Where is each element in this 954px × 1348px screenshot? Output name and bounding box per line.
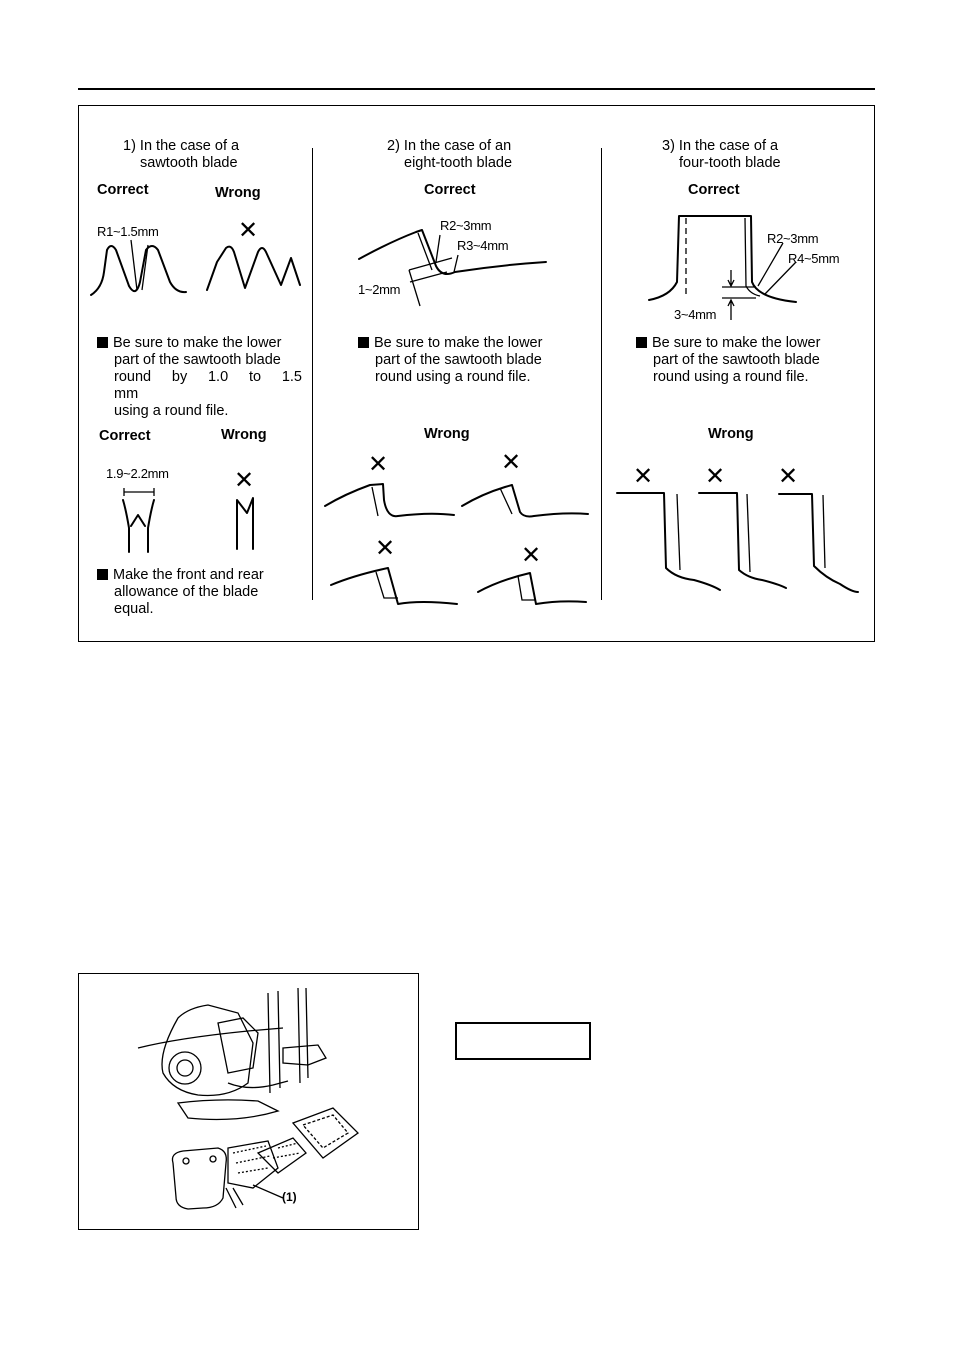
section3-note: Be sure to make the lower part of the sa… bbox=[636, 335, 861, 386]
section3-correct-label: Correct bbox=[688, 182, 740, 198]
cross-icon: ✕ bbox=[238, 216, 258, 244]
section1-width-dim: 1.9~2.2mm bbox=[106, 466, 169, 481]
bullet-square-icon bbox=[97, 569, 108, 580]
column-divider-2 bbox=[601, 148, 602, 600]
cross-icon: ✕ bbox=[501, 448, 521, 476]
section3-wrong-label: Wrong bbox=[708, 426, 754, 442]
section3-dim-c: 3~4mm bbox=[674, 307, 717, 322]
cross-icon: ✕ bbox=[705, 462, 725, 490]
section1-radius-dim: R1~1.5mm bbox=[97, 224, 159, 239]
part-callout-1: (1) bbox=[282, 1190, 297, 1204]
bullet-square-icon bbox=[97, 337, 108, 348]
cross-icon: ✕ bbox=[368, 450, 388, 478]
bullet-square-icon bbox=[358, 337, 369, 348]
section2-wrong-label: Wrong bbox=[424, 426, 470, 442]
section1-title: 1) In the case of a sawtooth blade bbox=[123, 138, 240, 171]
section2-title: 2) In the case of an eight-tooth blade bbox=[387, 138, 513, 171]
note-box bbox=[455, 1022, 591, 1060]
section1-note-allowance: Make the front and rear allowance of the… bbox=[97, 567, 302, 618]
section1-note-round: Be sure to make the lower part of the sa… bbox=[97, 335, 302, 420]
blade-filing-panel bbox=[78, 105, 875, 642]
section3-dim-b: R4~5mm bbox=[788, 251, 840, 266]
bullet-square-icon bbox=[636, 337, 647, 348]
air-cleaner-figure-frame bbox=[78, 973, 419, 1230]
air-cleaner-exploded-illustration: (1) bbox=[137, 987, 360, 1210]
cross-icon: ✕ bbox=[234, 466, 254, 494]
cross-icon: ✕ bbox=[778, 462, 798, 490]
header-rule bbox=[78, 88, 875, 90]
section1-wrong2-label: Wrong bbox=[221, 427, 267, 443]
section1-correct-label: Correct bbox=[97, 182, 149, 198]
cross-icon: ✕ bbox=[375, 534, 395, 562]
cross-icon: ✕ bbox=[633, 462, 653, 490]
section2-dim-a: R2~3mm bbox=[440, 218, 492, 233]
section3-dim-a: R2~3mm bbox=[767, 231, 819, 246]
column-divider-1 bbox=[312, 148, 313, 600]
section1-correct2-label: Correct bbox=[99, 428, 151, 444]
section2-dim-c: 1~2mm bbox=[358, 282, 401, 297]
section2-dim-b: R3~4mm bbox=[457, 238, 509, 253]
section2-correct-label: Correct bbox=[424, 182, 476, 198]
section2-note: Be sure to make the lower part of the sa… bbox=[358, 335, 593, 386]
section1-wrong-label: Wrong bbox=[215, 185, 261, 201]
section3-title: 3) In the case of a four-tooth blade bbox=[662, 138, 781, 171]
cross-icon: ✕ bbox=[521, 541, 541, 569]
